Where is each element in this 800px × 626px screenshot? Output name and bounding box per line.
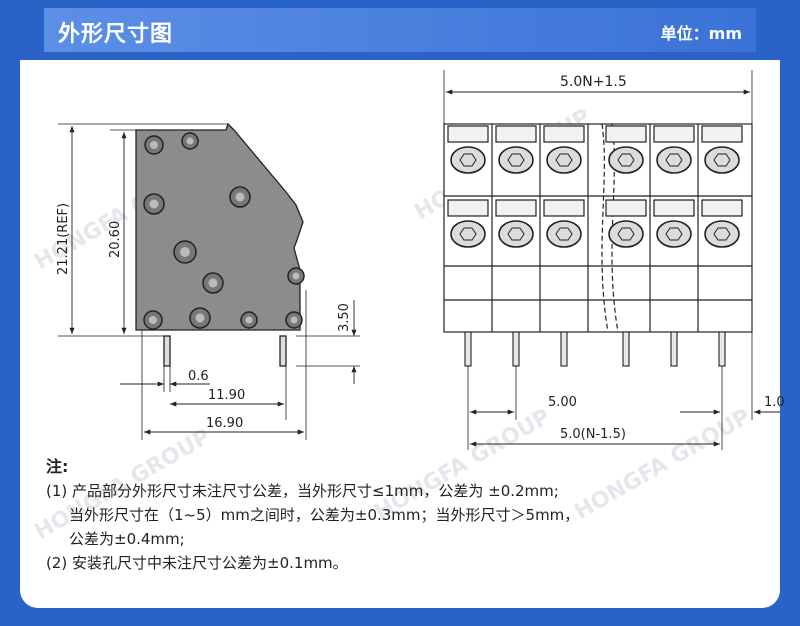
card: 外形尺寸图 单位：mm HONGFA GROUP HONGFA GROUP HO… bbox=[20, 0, 785, 608]
unit-label: 单位：mm bbox=[660, 24, 742, 43]
notes: 注: (1) 产品部分外形尺寸未注尺寸公差，当外形尺寸≤1mm，公差为 ±0.2… bbox=[46, 455, 766, 575]
note-line-2: 当外形尺寸在（1~5）mm之间时，公差为±0.3mm；当外形尺寸＞5mm， bbox=[69, 506, 580, 524]
note-line-1: (1) 产品部分外形尺寸未注尺寸公差，当外形尺寸≤1mm，公差为 ±0.2mm; bbox=[46, 482, 559, 500]
dim-edge: 1.0 bbox=[764, 395, 785, 410]
page-title: 外形尺寸图 bbox=[58, 22, 174, 47]
dimension-drawing: HONGFA GROUP HONGFA GROUP HONGFA GROUP H… bbox=[31, 70, 785, 545]
side-body bbox=[135, 122, 304, 331]
note-line-3: 公差为±0.4mm; bbox=[69, 530, 185, 548]
header: 外形尺寸图 单位：mm bbox=[20, 0, 780, 60]
dim-pin-length: 3.50 bbox=[337, 303, 352, 332]
side-view bbox=[58, 122, 360, 440]
note-line-4: (2) 安装孔尺寸中未注尺寸公差为±0.1mm。 bbox=[46, 554, 348, 572]
notes-heading: 注: bbox=[46, 457, 69, 476]
dim-pitch: 5.00 bbox=[548, 395, 577, 410]
dim-d1: 11.90 bbox=[208, 388, 245, 403]
dim-span: 5.0(N-1.5) bbox=[560, 427, 626, 442]
header-bar: 外形尺寸图 单位：mm bbox=[44, 8, 756, 52]
dim-height: 20.60 bbox=[108, 221, 123, 258]
dim-pin-width: 0.6 bbox=[188, 369, 209, 384]
front-view bbox=[443, 70, 780, 450]
dim-d2: 16.90 bbox=[206, 416, 243, 431]
front-body bbox=[443, 123, 753, 333]
dim-width-formula: 5.0N+1.5 bbox=[560, 74, 627, 90]
dim-height-ref: 21.21(REF) bbox=[56, 203, 71, 275]
